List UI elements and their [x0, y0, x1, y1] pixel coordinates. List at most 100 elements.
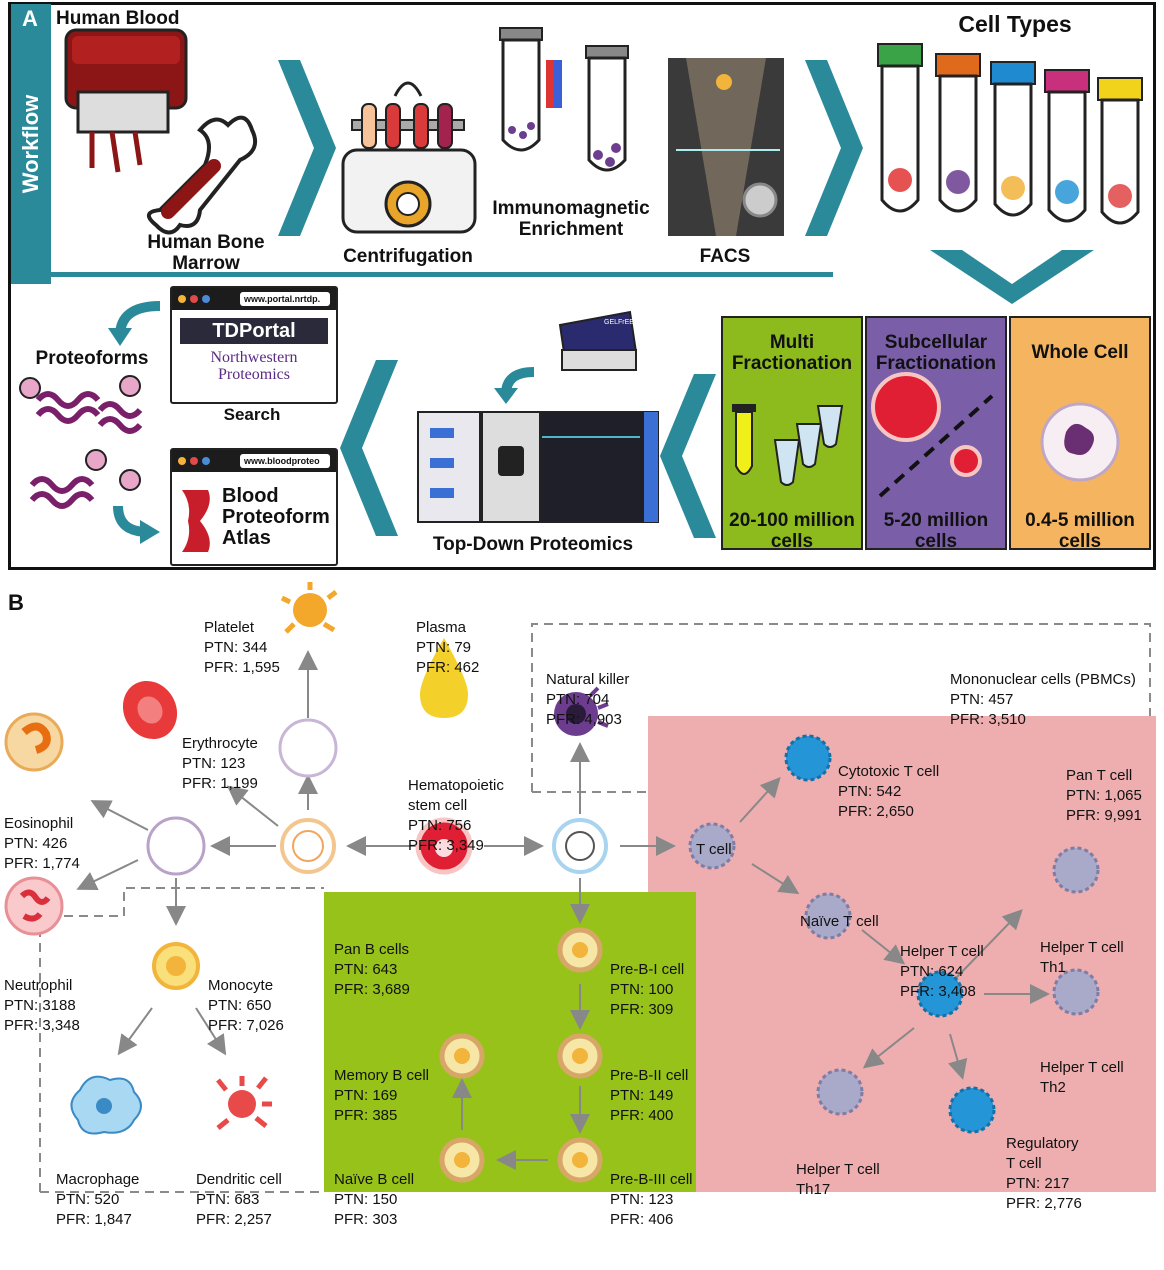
cytotoxic-t-icon: [784, 734, 832, 782]
dendritic-cell-icon: [216, 1076, 272, 1130]
t-cell-label: T cell: [696, 841, 732, 858]
plasma-drop-icon: [420, 638, 468, 718]
neutrophil-icon: [4, 876, 64, 936]
whole-cell-title: Whole Cell: [1031, 342, 1129, 363]
immunomagnetic-tubes-icon: [499, 27, 629, 172]
centrifuge-icon: [341, 81, 477, 234]
atlas-logo-icon: [178, 486, 214, 556]
chevron-icon: [278, 60, 336, 236]
myeloid-progenitor-icon: [280, 818, 336, 874]
tdportal-logo: TDPortal: [180, 318, 328, 344]
mass-spectrometer-icon: [417, 411, 659, 523]
panel-a-letter: A: [22, 6, 38, 31]
bone-marrow-icon: [147, 115, 257, 235]
pre-b-2-icon: [557, 1033, 603, 1079]
platelet-icon: [280, 582, 338, 634]
treg-icon: [948, 1086, 996, 1134]
gelfree-instrument-icon: GELFrEE: [558, 310, 638, 371]
eosinophil-icon: [4, 712, 64, 772]
panel-b-illustration: [4, 582, 1156, 1193]
centrifugation-label: Centrifugation: [343, 246, 473, 267]
th17-icon: [816, 1068, 864, 1116]
proteoforms-label: Proteoforms: [35, 348, 149, 369]
myeloblast-icon: [146, 816, 206, 876]
cell-types-label: Cell Types: [958, 11, 1072, 37]
atlas-url[interactable]: www.bloodproteo: [240, 454, 330, 468]
figure: Workflow A: [4, 2, 1156, 1228]
naive-t-icon: [804, 892, 852, 940]
search-label: Search: [223, 405, 281, 424]
panel-a: [8, 2, 1156, 570]
facs-instrument-icon: [668, 58, 784, 236]
lineage-arrows: [76, 650, 1050, 1170]
b-cell-region: [324, 892, 696, 1192]
pre-b-1-icon: [557, 927, 603, 973]
naive-t-label: Naïve T cell: [800, 913, 879, 930]
megakaryocyte-icon: [278, 718, 338, 778]
panel-a-illustration: GELFrEE: [19, 27, 1151, 550]
pre-b-3-icon: [557, 1137, 603, 1183]
back-chevron-icon: [340, 360, 398, 536]
panel-b-letter: B: [8, 590, 24, 615]
memory-b-icon: [439, 1033, 485, 1079]
monocyte-icon: [152, 942, 200, 990]
fraction-tubes-icon: [732, 404, 844, 486]
human-blood-label: Human Blood: [56, 8, 180, 29]
nucleus-icon: [950, 445, 982, 477]
proteoform-structures-icon: [19, 375, 143, 509]
portal-url[interactable]: www.portal.nrtdp.: [240, 292, 330, 306]
th2-icon: [1052, 968, 1100, 1016]
workflow-bar: Workflow: [11, 4, 51, 284]
helper-t-icon: [916, 970, 964, 1018]
lymphoid-progenitor-icon: [552, 818, 608, 874]
cell-icon: [871, 372, 941, 442]
monocyte-dashed-box: [39, 887, 324, 1192]
t-cell-icon: [688, 822, 736, 870]
blood-bag-icon: [64, 28, 188, 173]
chevron-icon: [805, 60, 863, 236]
pbmc-dashed-box: [531, 623, 1151, 792]
th1-icon: [1052, 846, 1100, 894]
cell-type-tubes-icon: [877, 43, 1143, 225]
facs-label: FACS: [699, 246, 751, 267]
down-chevron-icon: [930, 250, 1094, 304]
workflow-separator: [50, 272, 833, 277]
svg-text:GELFrEE: GELFrEE: [604, 319, 634, 326]
natural-killer-icon: [554, 686, 609, 736]
back-chevron-icon: [660, 374, 716, 538]
